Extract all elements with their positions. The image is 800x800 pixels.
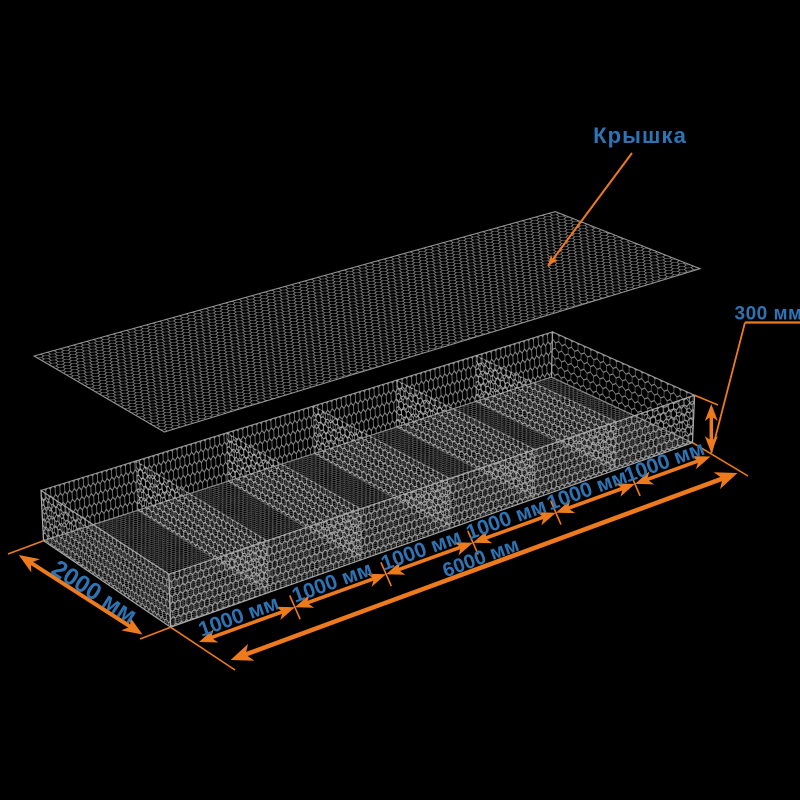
svg-text:300 мм: 300 мм: [735, 304, 800, 325]
svg-text:Крышка: Крышка: [593, 123, 687, 148]
